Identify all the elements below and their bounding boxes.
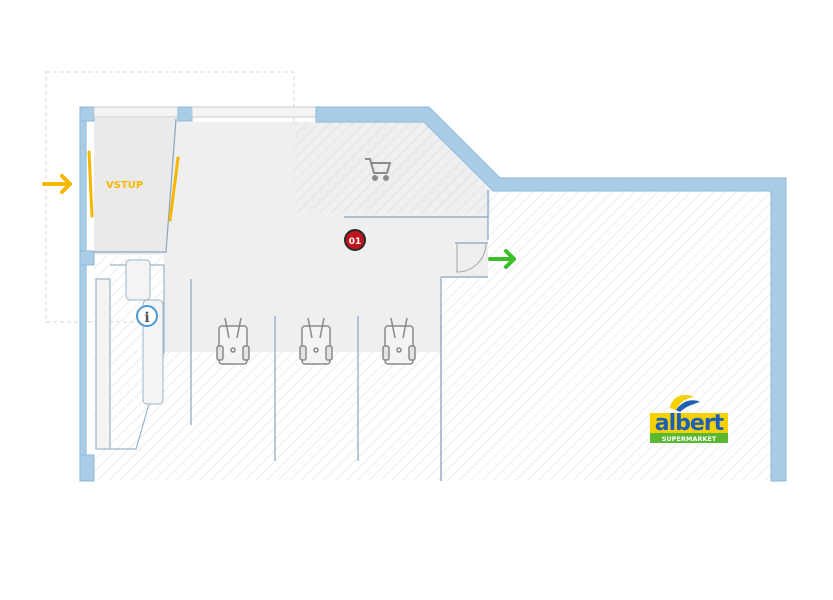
logo-yellow-band	[650, 413, 728, 433]
logo-tagline: SUPERMARKET	[662, 435, 717, 443]
info-icon[interactable]	[136, 305, 158, 327]
logo-wordmark: albert	[655, 411, 725, 436]
shopping-cart-icon	[365, 158, 391, 181]
vestibule-floor	[94, 118, 178, 252]
entrance-doors	[87, 150, 180, 222]
interior-lines	[94, 118, 489, 481]
exit-arrow-icon	[488, 249, 516, 269]
entrance-arrow-icon	[42, 174, 72, 194]
checkout-badge-label: 01	[349, 237, 362, 247]
outer-walls	[79, 106, 787, 482]
logo-green-band	[650, 433, 728, 443]
info-icon-glyph: i	[144, 310, 149, 326]
logo-leaf-icon	[670, 394, 694, 410]
logo-leaf-blue-icon	[676, 400, 700, 412]
trolley-icon	[299, 317, 333, 365]
entrance-label: VSTUP	[106, 180, 143, 191]
info-desk-counter	[125, 259, 151, 301]
trolley-icon	[216, 317, 250, 365]
albert-supermarket-logo[interactable]: albert SUPERMARKET	[650, 394, 728, 443]
trolley-icon	[382, 317, 416, 365]
cart-zone	[294, 122, 490, 213]
checkout-badge-circle[interactable]	[344, 229, 366, 251]
